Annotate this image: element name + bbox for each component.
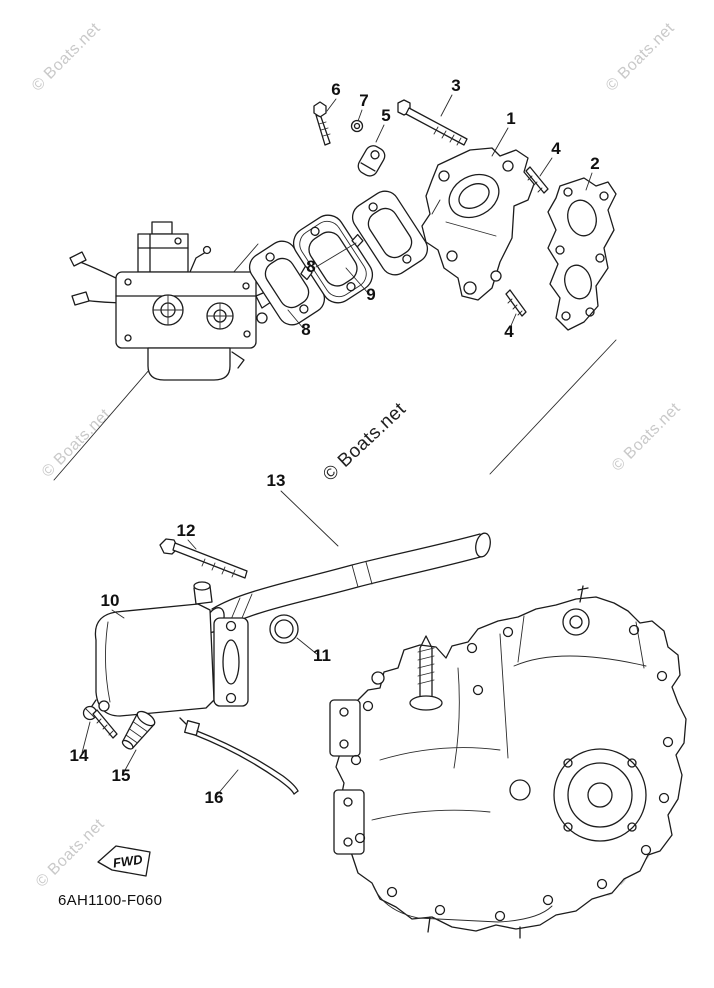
gasket-2 bbox=[547, 177, 617, 331]
watermark-top-left: © Boats.net bbox=[29, 20, 104, 95]
callout-8-a: 8 bbox=[301, 320, 310, 339]
callout-7: 7 bbox=[359, 91, 368, 110]
callout-1: 1 bbox=[506, 109, 515, 128]
washer-7 bbox=[350, 119, 364, 133]
grommet-15 bbox=[121, 710, 156, 750]
engine-block bbox=[329, 585, 687, 939]
callout-8-b: 8 bbox=[306, 257, 315, 276]
bolt-6 bbox=[313, 101, 331, 146]
callout-2: 2 bbox=[590, 154, 599, 173]
watermark-top-right: © Boats.net bbox=[603, 20, 678, 95]
o-ring-11 bbox=[269, 614, 299, 644]
callout-4-b: 4 bbox=[504, 322, 514, 341]
bolt-12 bbox=[159, 538, 248, 579]
watermark-bottom-left: © Boats.net bbox=[33, 816, 108, 891]
insulator-9 bbox=[292, 214, 374, 304]
callout-3: 3 bbox=[451, 76, 460, 95]
cable-tie-16 bbox=[179, 717, 299, 795]
callout-5: 5 bbox=[381, 106, 390, 125]
watermark-mid-right: © Boats.net bbox=[609, 400, 684, 475]
callout-13: 13 bbox=[267, 471, 286, 490]
intake-manifold bbox=[421, 147, 535, 301]
bolt-4-lower bbox=[505, 289, 527, 317]
carburetor bbox=[69, 221, 275, 381]
callout-11: 11 bbox=[313, 646, 331, 665]
leader-lines bbox=[81, 94, 593, 796]
callout-9: 9 bbox=[366, 285, 375, 304]
bolt-4-upper bbox=[525, 166, 549, 194]
watermark-mid-left: © Boats.net bbox=[39, 406, 114, 481]
clamp-5 bbox=[357, 145, 386, 177]
diagram-code: 6AH1100-F060 bbox=[58, 892, 162, 909]
callouts: 1 2 3 4 4 5 6 7 8 8 9 10 11 12 13 14 15 … bbox=[70, 76, 600, 807]
fwd-arrow: FWD bbox=[97, 845, 151, 877]
callout-6: 6 bbox=[331, 80, 340, 99]
bolt-3 bbox=[397, 99, 468, 146]
callout-14: 14 bbox=[70, 746, 89, 765]
fwd-label: FWD bbox=[112, 852, 144, 871]
callout-12: 12 bbox=[177, 521, 196, 540]
gasket-8-upper bbox=[351, 190, 429, 276]
callout-16: 16 bbox=[205, 788, 224, 807]
callout-15: 15 bbox=[112, 766, 131, 785]
callout-4-a: 4 bbox=[551, 139, 561, 158]
watermark-center: © Boats.net bbox=[319, 399, 410, 486]
silencer-10 bbox=[87, 581, 249, 719]
callout-10: 10 bbox=[101, 591, 120, 610]
screw-14 bbox=[82, 705, 118, 739]
